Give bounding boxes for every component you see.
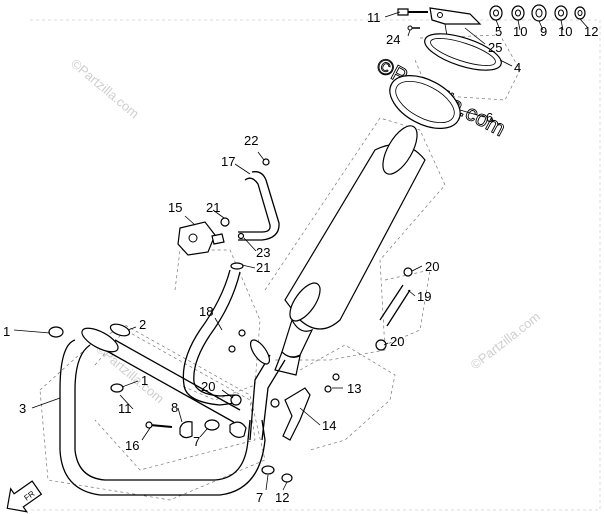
callout-5: 5 <box>495 24 502 39</box>
callout-10-left: 10 <box>513 24 527 39</box>
callout-20-left: 20 <box>201 379 215 394</box>
callout-7-lower: 7 <box>256 490 263 505</box>
callout-20-right-bottom: 20 <box>390 334 404 349</box>
callout-21-top: 21 <box>206 200 220 215</box>
callout-8: 8 <box>171 400 178 415</box>
front-direction-arrow-icon: FR <box>6 480 43 513</box>
callout-6: 6 <box>486 110 493 125</box>
callout-24: 24 <box>386 32 400 47</box>
callout-4: 4 <box>514 60 521 75</box>
callout-23: 23 <box>256 245 270 260</box>
leader-lines <box>13 11 589 491</box>
callout-10-right: 10 <box>558 24 572 39</box>
callout-15: 15 <box>168 200 182 215</box>
lower-hardware <box>145 373 340 483</box>
air-injection-valve-assembly <box>177 158 280 406</box>
callout-20-right-top: 20 <box>425 259 439 274</box>
watermark-1: ©Partzilla.com <box>68 56 142 121</box>
callout-14: 14 <box>322 418 336 433</box>
callout-16: 16 <box>125 438 139 453</box>
callout-2: 2 <box>139 317 146 332</box>
callout-12-top: 12 <box>584 24 598 39</box>
callout-21-bottom: 21 <box>256 260 270 275</box>
callout-1-right: 1 <box>141 373 148 388</box>
muffler <box>228 125 426 441</box>
callout-22: 22 <box>244 133 258 148</box>
callout-3: 3 <box>19 401 26 416</box>
callout-17: 17 <box>221 154 235 169</box>
callout-7-upper: 7 <box>193 434 200 449</box>
callout-13: 13 <box>347 381 361 396</box>
callout-18: 18 <box>199 304 213 319</box>
right-hose-assembly <box>375 267 413 351</box>
callout-11-top: 11 <box>367 10 381 25</box>
part-callouts: 11 24 5 10 9 10 12 25 4 6 22 17 15 21 23… <box>3 10 598 505</box>
top-mount-assembly <box>389 4 586 129</box>
callout-25: 25 <box>488 40 502 55</box>
callout-12-bottom: 12 <box>275 490 289 505</box>
callout-19: 19 <box>417 289 431 304</box>
callout-1-left: 1 <box>3 324 10 339</box>
watermark-4: ©Partzilla.com <box>468 309 543 373</box>
callout-11-bottom: 11 <box>118 401 132 416</box>
callout-9: 9 <box>540 24 547 39</box>
